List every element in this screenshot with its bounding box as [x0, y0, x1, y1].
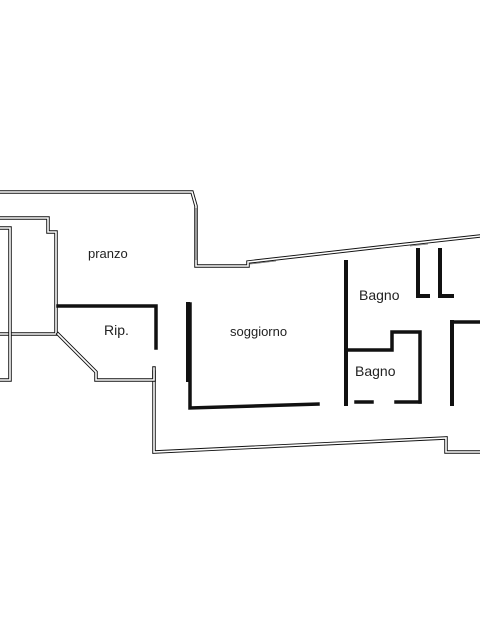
room-label-bagno-1: Bagno — [359, 287, 400, 303]
room-label-ripostiglio: Rip. — [104, 322, 129, 338]
window-marks — [195, 208, 429, 265]
room-label-pranzo: pranzo — [88, 246, 128, 261]
ripostiglio-walls — [55, 304, 158, 382]
room-label-soggiorno: soggiorno — [230, 324, 287, 339]
room-label-bagno-2: Bagno — [355, 363, 396, 379]
left-wall-block — [0, 226, 12, 382]
outer-wall — [0, 190, 480, 454]
bagno-walls — [344, 248, 480, 406]
